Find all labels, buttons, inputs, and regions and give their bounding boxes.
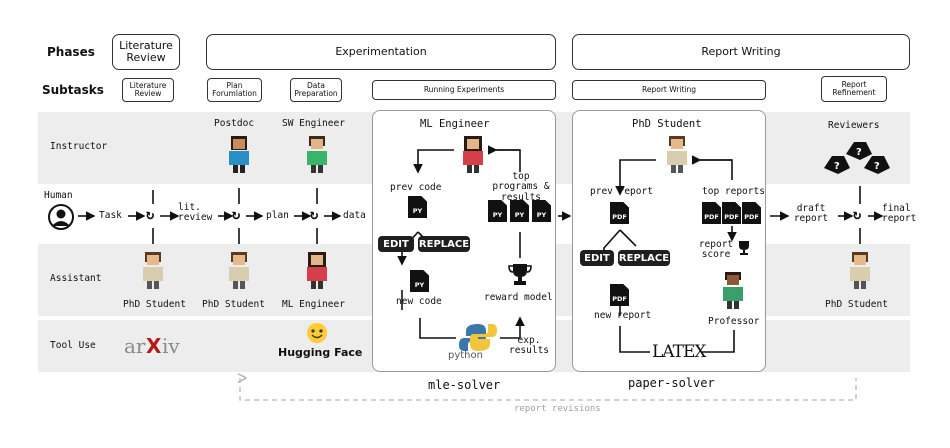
- svg-text:X: X: [146, 334, 162, 358]
- python-label: python: [448, 350, 483, 361]
- mle-edit-pill: EDIT: [378, 236, 414, 252]
- subtask-data-preparation: Data Preparation: [290, 78, 342, 102]
- svg-text:?: ?: [874, 161, 880, 172]
- mle-prev-code: prev code: [390, 182, 442, 193]
- subtask-report-writing: Report Writing: [572, 80, 766, 100]
- assistant-phd-3: PhD Student: [825, 299, 888, 310]
- phd-student-avatar-icon: [667, 136, 687, 173]
- mle-exp-results: exp. results: [508, 335, 550, 357]
- paper-new-report: new report: [594, 310, 652, 321]
- row-label-human: Human: [44, 190, 73, 201]
- paper-report-score: report score: [698, 239, 734, 261]
- assistant-phd-2: PhD Student: [202, 299, 265, 310]
- python-file-icon: PY: [488, 200, 507, 222]
- pdf-file-icon: PDF: [610, 202, 629, 224]
- phase-report-writing: Report Writing: [572, 34, 910, 70]
- ml-engineer-avatar-icon: [463, 136, 483, 173]
- svg-text:?: ?: [856, 147, 862, 158]
- python-file-icon: PY: [510, 200, 529, 222]
- subtasks-header: Subtasks: [42, 83, 104, 97]
- subtask-running-experiments: Running Experiments: [372, 80, 556, 100]
- trophy-icon: [508, 264, 532, 285]
- pdf-file-icon: PDF: [722, 202, 741, 224]
- phd-student-avatar-icon: [143, 252, 163, 289]
- flow-draft-report: draft report: [793, 203, 829, 225]
- ml-engineer-avatar-icon: [307, 252, 327, 289]
- assistant-phd-1: PhD Student: [123, 299, 186, 310]
- mle-new-code: new code: [396, 296, 442, 307]
- python-file-icon: PY: [410, 270, 429, 292]
- flow-plan: plan: [266, 210, 289, 221]
- reviewers-icon: ? ? ?: [824, 142, 890, 174]
- flow-task: Task: [99, 210, 122, 221]
- phd-student-avatar-icon: [850, 252, 870, 289]
- mle-reward-model: reward model: [484, 292, 553, 303]
- sw-engineer-label: SW Engineer: [282, 118, 345, 129]
- phase-experimentation: Experimentation: [206, 34, 556, 70]
- pdf-file-icon: PDF: [610, 284, 629, 306]
- subtask-literature-review: Literature Review: [122, 78, 174, 102]
- professor-avatar-icon: [723, 272, 743, 309]
- sw-engineer-avatar-icon: [307, 136, 327, 173]
- paper-edit-pill: EDIT: [580, 250, 614, 266]
- python-file-icon: PY: [532, 200, 551, 222]
- svg-text:iv: iv: [162, 334, 180, 358]
- phase-literature-review: Literature Review: [112, 34, 180, 70]
- python-file-icon: PY: [408, 196, 427, 218]
- paper-replace-pill: REPLACE: [618, 250, 670, 266]
- loop-icon: ↻: [853, 207, 862, 223]
- mle-top-programs: top programs & results: [492, 171, 550, 203]
- flow-lit-review: lit. review: [178, 202, 213, 224]
- mle-solver-title: ML Engineer: [420, 118, 490, 130]
- phd-student-avatar-icon: [229, 252, 249, 289]
- latex-logo: LATEX: [652, 342, 706, 362]
- pdf-file-icon: PDF: [702, 202, 721, 224]
- human-icon: [48, 204, 74, 230]
- flow-data: data: [343, 210, 366, 221]
- svg-text:?: ?: [834, 161, 840, 172]
- phases-header: Phases: [47, 45, 95, 59]
- loop-icon: ↻: [310, 207, 319, 223]
- postdoc-label: Postdoc: [214, 118, 255, 129]
- report-revisions-label: report revisions: [514, 404, 601, 414]
- loop-icon: ↻: [232, 207, 241, 223]
- flow-final-report: final report: [882, 203, 917, 225]
- row-label-tool-use: Tool Use: [50, 340, 96, 351]
- row-label-instructor: Instructor: [50, 141, 108, 152]
- subtask-report-refinement: Report Refinement: [821, 76, 887, 102]
- paper-top-reports: top reports: [702, 186, 765, 197]
- row-label-assistant: Assistant: [50, 273, 102, 284]
- subtask-plan-formulation: Plan Forumlation: [207, 78, 262, 102]
- pdf-file-icon: PDF: [742, 202, 761, 224]
- loop-icon: ↻: [146, 207, 155, 223]
- paper-professor: Professor: [708, 316, 760, 327]
- mle-replace-pill: REPLACE: [418, 236, 470, 252]
- python-logo-icon: [459, 324, 497, 351]
- trophy-icon: [739, 241, 749, 255]
- paper-solver-title: PhD Student: [632, 118, 702, 130]
- mle-solver-label: mle-solver: [428, 378, 501, 392]
- hugging-face-logo-icon: [307, 323, 327, 343]
- reviewers-label: Reviewers: [828, 120, 880, 131]
- paper-prev-report: prev report: [590, 186, 653, 197]
- paper-solver-label: paper-solver: [628, 376, 715, 390]
- postdoc-avatar-icon: [229, 136, 249, 173]
- svg-text:ar: ar: [124, 334, 146, 358]
- assistant-ml-engineer: ML Engineer: [282, 299, 345, 310]
- hugging-face-label: Hugging Face: [278, 346, 363, 359]
- arxiv-logo-icon: ar X iv: [124, 334, 180, 358]
